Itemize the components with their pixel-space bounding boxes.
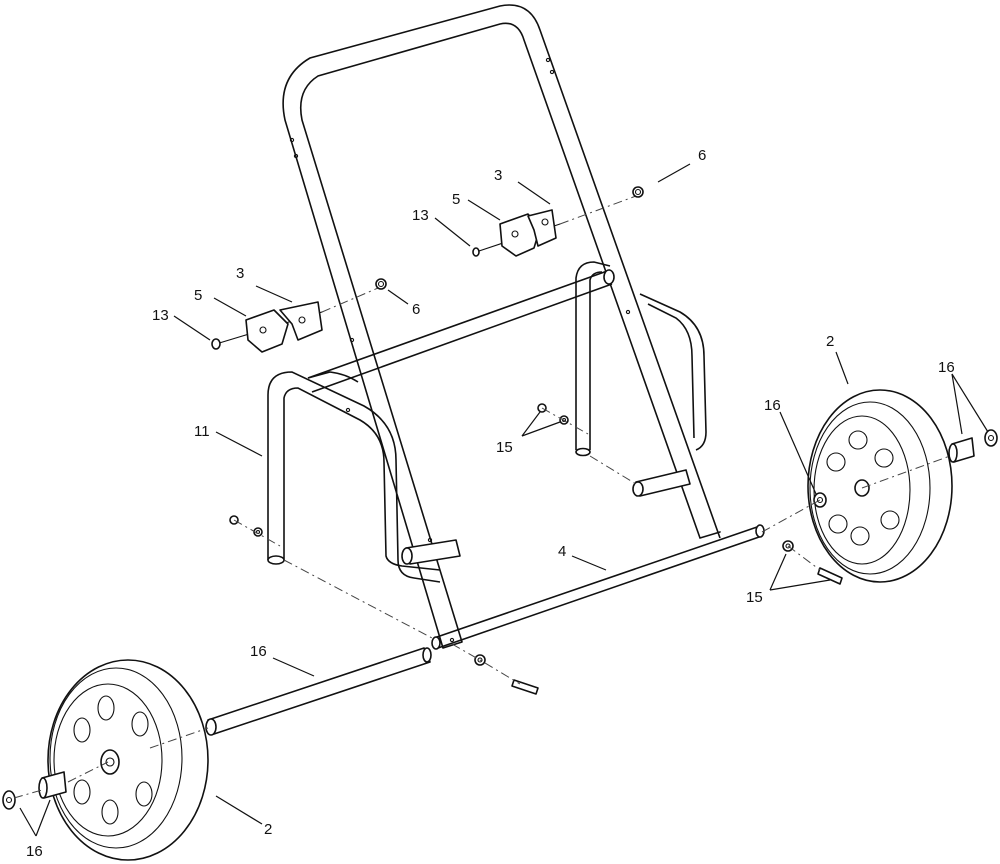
- upper-crossbar: [307, 269, 615, 393]
- assembly-centerlines: [13, 407, 951, 799]
- axle: [431, 524, 765, 650]
- callout-clip-upper: 3: [494, 167, 502, 184]
- hardware-parts: [229, 403, 843, 695]
- leader-lines: [19, 163, 989, 837]
- callout-bracket-upper: 5: [452, 191, 460, 208]
- callout-clip-lower: 3: [236, 265, 244, 282]
- callout-bolt-upper: 13: [412, 207, 429, 224]
- right-outer-spacer: [948, 429, 998, 463]
- handle-frame: [282, 4, 721, 649]
- callout-hardware-right: 15: [746, 589, 763, 606]
- callout-bracket-lower: 5: [194, 287, 202, 304]
- callout-nut-upper: 6: [698, 147, 706, 164]
- left-spacer-tube: [205, 647, 432, 736]
- callout-nut-lower: 6: [412, 301, 420, 318]
- right-wheel: [807, 389, 953, 583]
- callout-spacer-left-outer: 16: [26, 843, 43, 860]
- upper-clip-assembly: [472, 186, 644, 257]
- callout-bolt-lower: 13: [152, 307, 169, 324]
- callout-hardware-mid: 15: [496, 439, 513, 456]
- base-frame: [267, 261, 707, 583]
- callout-spacer-right-outer: 16: [938, 359, 955, 376]
- callout-wheel-left: 2: [264, 821, 272, 838]
- lower-clip-assembly: [211, 278, 387, 353]
- callout-axle: 4: [558, 543, 566, 560]
- callout-spacer-right-hub: 16: [764, 397, 781, 414]
- left-outer-spacer: [2, 771, 67, 810]
- callout-frame: 11: [194, 423, 210, 440]
- callout-labels: 11 4 2 2 3 3 5 5 13 13 6 6 15 15 16 16 1…: [26, 147, 955, 860]
- left-wheel: [47, 659, 209, 861]
- callout-wheel-right: 2: [826, 333, 834, 350]
- callout-spacer-tube: 16: [250, 643, 267, 660]
